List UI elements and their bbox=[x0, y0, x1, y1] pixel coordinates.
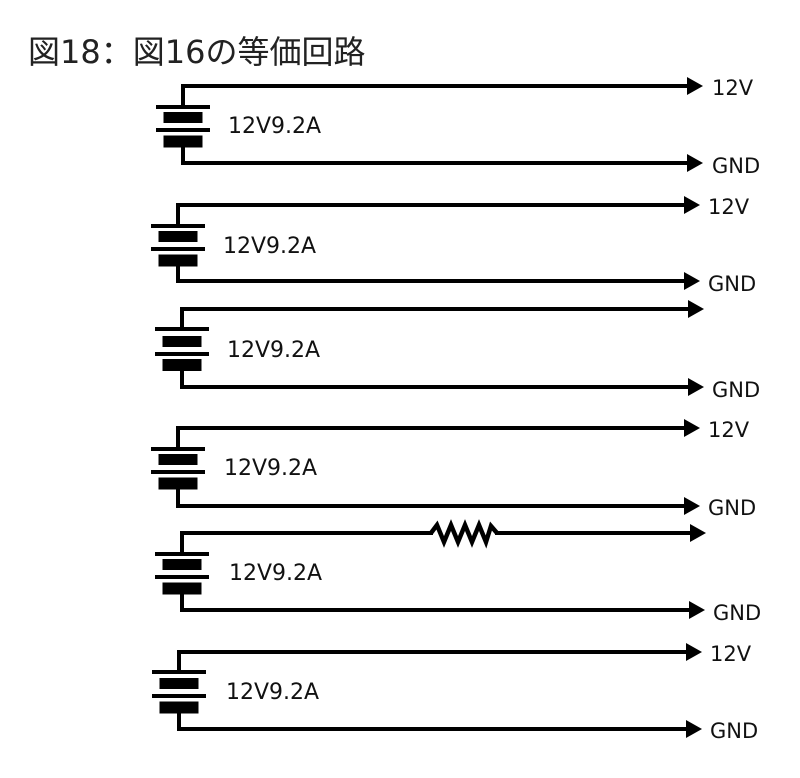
arrow-right-icon bbox=[687, 77, 703, 95]
positive-wire bbox=[180, 307, 690, 328]
ground-wire bbox=[176, 266, 686, 283]
battery-icon bbox=[152, 670, 206, 714]
arrow-right-icon bbox=[684, 497, 700, 515]
battery-circuit-3: 12V9.2A GND bbox=[155, 300, 760, 402]
battery-label: 12V9.2A bbox=[226, 680, 319, 705]
positive-wire bbox=[181, 84, 689, 105]
battery-label: 12V9.2A bbox=[227, 338, 320, 363]
battery-label: 12V9.2A bbox=[224, 456, 317, 481]
ground-wire bbox=[181, 147, 689, 165]
battery-circuit-5: 12V9.2A GND bbox=[155, 519, 761, 625]
battery-circuit-1: 12V9.2A 12V GND bbox=[156, 76, 760, 178]
terminal-label-gnd: GND bbox=[712, 154, 760, 178]
terminal-label-12v: 12V bbox=[712, 76, 754, 100]
battery-label: 12V9.2A bbox=[228, 114, 321, 139]
arrow-right-icon bbox=[684, 196, 700, 214]
ground-wire bbox=[180, 594, 691, 612]
battery-icon bbox=[151, 224, 205, 267]
battery-label: 12V9.2A bbox=[229, 561, 322, 586]
resistor-icon bbox=[429, 519, 499, 549]
battery-circuit-4: 12V9.2A 12V GND bbox=[151, 418, 756, 520]
figure-title: 図18：図16の等価回路 bbox=[28, 33, 365, 71]
arrow-right-icon bbox=[688, 378, 704, 396]
terminal-label-12v: 12V bbox=[708, 418, 750, 442]
arrow-right-icon bbox=[686, 720, 702, 738]
terminal-label-12v: 12V bbox=[710, 642, 752, 666]
battery-label: 12V9.2A bbox=[223, 234, 316, 259]
arrow-right-icon bbox=[689, 601, 705, 619]
positive-wire bbox=[176, 426, 686, 447]
arrow-right-icon bbox=[686, 643, 702, 661]
ground-wire bbox=[180, 371, 690, 389]
arrow-right-icon bbox=[688, 300, 704, 318]
battery-icon bbox=[156, 105, 210, 148]
terminal-label-gnd: GND bbox=[708, 496, 756, 520]
arrow-right-icon bbox=[684, 419, 700, 437]
ground-wire bbox=[177, 713, 688, 731]
battery-circuit-6: 12V9.2A 12V GND bbox=[152, 642, 758, 743]
positive-wire bbox=[176, 203, 686, 224]
ground-wire bbox=[176, 489, 686, 508]
battery-icon bbox=[155, 552, 209, 595]
terminal-label-gnd: GND bbox=[710, 719, 758, 743]
positive-wire bbox=[177, 650, 688, 671]
terminal-label-12v: 12V bbox=[708, 195, 750, 219]
battery-circuit-2: 12V9.2A 12V GND bbox=[151, 195, 756, 296]
arrow-right-icon bbox=[690, 524, 706, 542]
terminal-label-gnd: GND bbox=[708, 272, 756, 296]
terminal-label-gnd: GND bbox=[713, 601, 761, 625]
battery-icon bbox=[151, 447, 205, 490]
terminal-label-gnd: GND bbox=[712, 378, 760, 402]
arrow-right-icon bbox=[684, 272, 700, 290]
battery-icon bbox=[155, 327, 209, 371]
arrow-right-icon bbox=[687, 154, 703, 172]
positive-wire bbox=[180, 531, 433, 552]
